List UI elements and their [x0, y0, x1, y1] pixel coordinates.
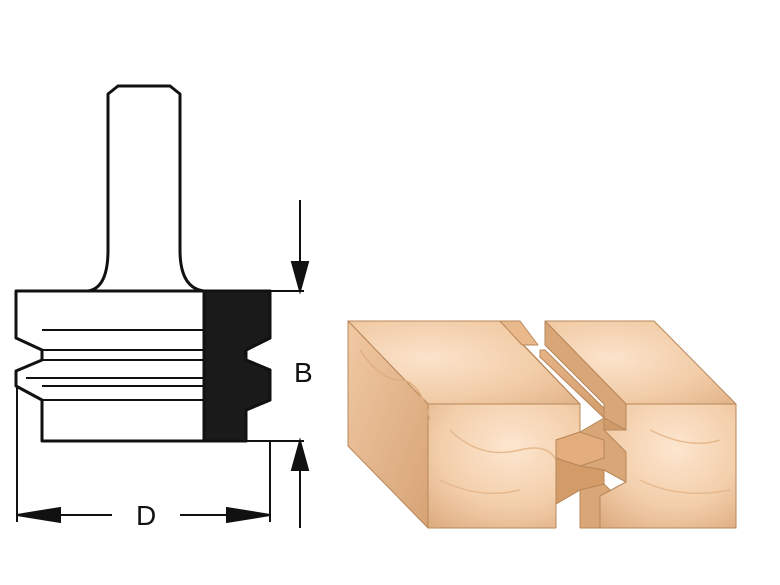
- tongue-lower: [555, 457, 605, 505]
- dimension-d-label: D: [136, 500, 156, 531]
- dimension-d: [16, 386, 271, 524]
- wood-block-right: [539, 320, 737, 529]
- dimension-b: [204, 200, 310, 528]
- wood-joint: [347, 320, 737, 529]
- router-bit: [14, 84, 272, 443]
- left-tongue-strip: [499, 320, 539, 346]
- dimension-b-label: B: [294, 357, 313, 388]
- bit-shank: [86, 84, 206, 293]
- wood-block-left: [347, 320, 581, 529]
- bit-carbide-edge: [202, 289, 272, 443]
- right-front-face: [599, 403, 737, 529]
